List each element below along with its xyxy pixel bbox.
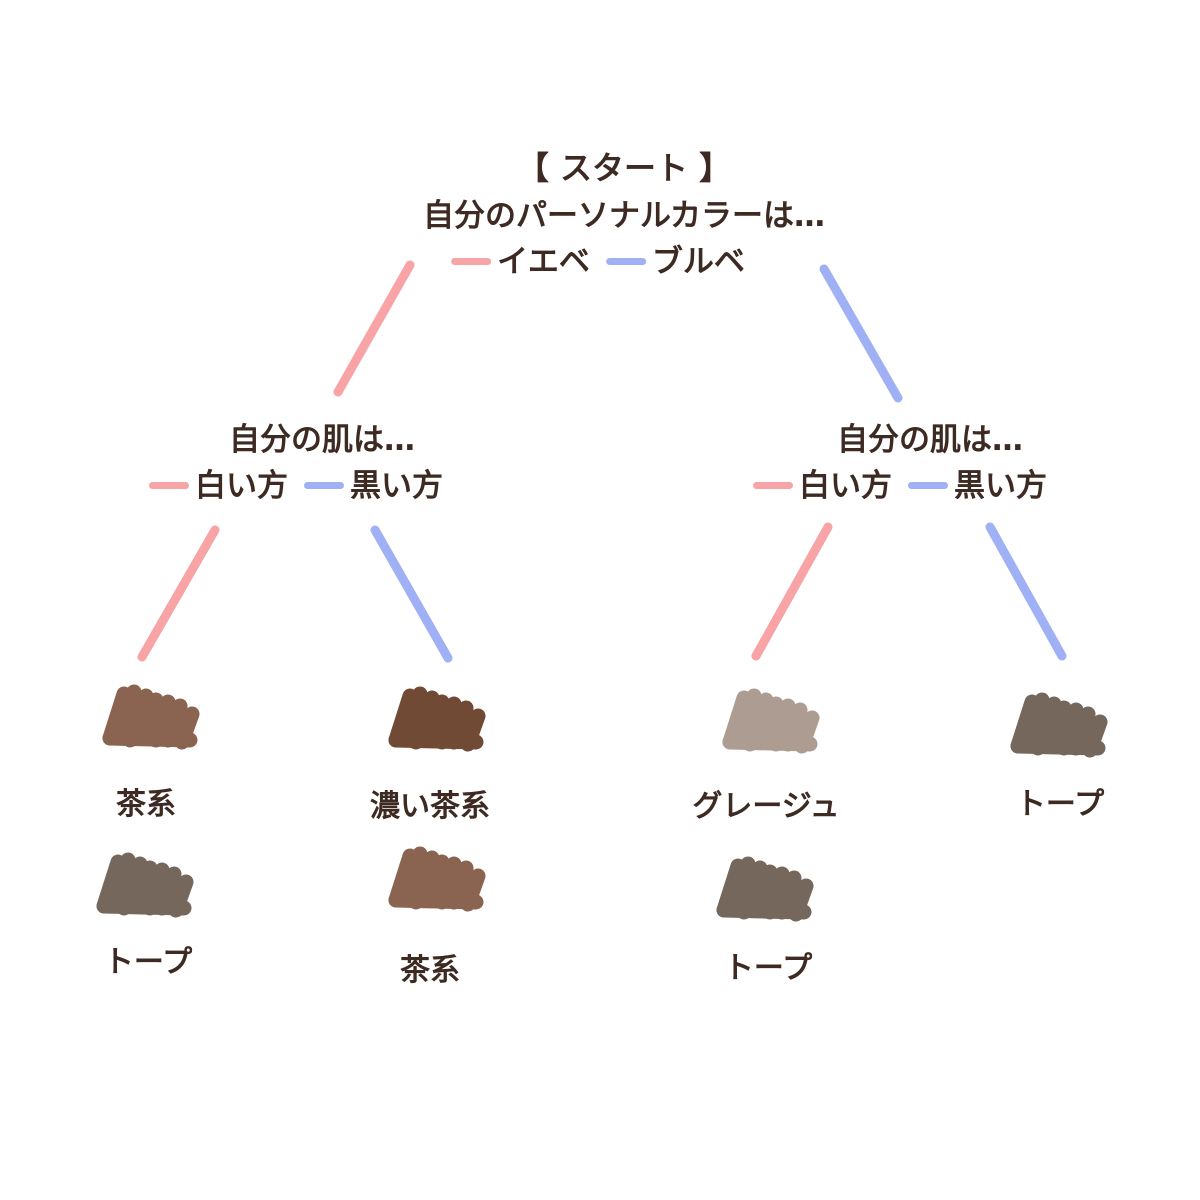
blue-dash-icon xyxy=(908,482,948,489)
option-fair-skin: 白い方 xyxy=(195,468,288,504)
root-question: 自分のパーソナルカラーは… xyxy=(422,198,826,234)
yellow-base-options: 白い方 黒い方 xyxy=(149,466,443,506)
option-dark-skin: 黒い方 xyxy=(954,468,1047,504)
connector-bb-dark xyxy=(985,522,1067,661)
greige-swatch-icon xyxy=(722,688,820,754)
option-dark-skin: 黒い方 xyxy=(350,468,443,504)
yellow-base-question: 自分の肌は… xyxy=(229,422,415,458)
connector-blue-base xyxy=(819,264,903,403)
recommendation-label: トープ xyxy=(1015,787,1105,822)
recommendation-label: トープ xyxy=(103,945,193,980)
option-blue-base: ブルベ xyxy=(651,244,745,280)
dark-brown-swatch-icon xyxy=(388,686,486,752)
connector-yb-dark xyxy=(370,525,453,663)
pink-dash-icon xyxy=(753,482,793,489)
blue-base-question: 自分の肌は… xyxy=(837,422,1023,458)
taupe-swatch-icon xyxy=(1010,692,1108,758)
blue-dash-icon xyxy=(304,482,344,489)
option-yellow-base: イエベ xyxy=(497,244,590,280)
blue-dash-icon xyxy=(605,258,646,265)
brown-swatch-icon xyxy=(388,846,486,912)
pink-dash-icon xyxy=(149,482,189,489)
pink-dash-icon xyxy=(451,258,492,265)
start-label: 【 スタート 】 xyxy=(516,149,732,187)
option-fair-skin: 白い方 xyxy=(799,468,892,504)
connector-yb-fair xyxy=(137,525,220,662)
recommendation-label: グレージュ xyxy=(692,789,840,824)
recommendation-label: 茶系 xyxy=(116,787,176,822)
connector-bb-fair xyxy=(751,522,833,661)
brown-swatch-icon xyxy=(102,684,200,750)
connector-yellow-base xyxy=(333,260,415,397)
root-options: イエベ ブルベ xyxy=(451,242,745,282)
recommendation-label: 濃い茶系 xyxy=(370,789,490,824)
recommendation-label: トープ xyxy=(723,951,813,986)
recommendation-label: 茶系 xyxy=(400,953,460,988)
blue-base-options: 白い方 黒い方 xyxy=(753,466,1047,506)
taupe-swatch-icon xyxy=(96,852,194,918)
taupe-swatch-icon xyxy=(716,856,814,922)
